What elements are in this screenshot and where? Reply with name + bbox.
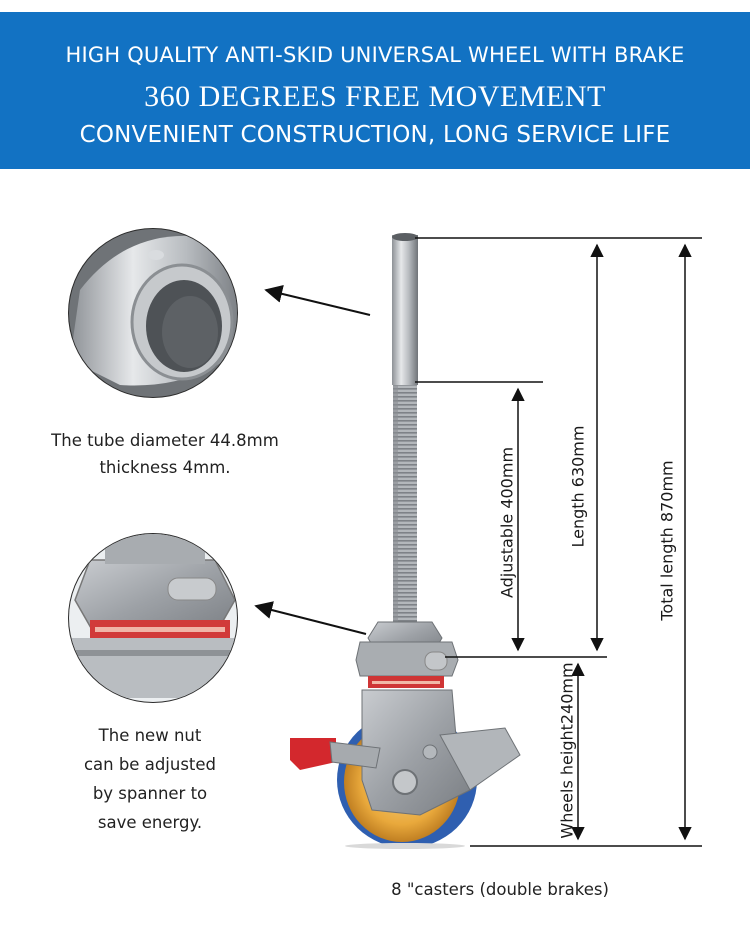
banner-line-2: 360 DEGREES FREE MOVEMENT [144, 80, 606, 113]
dimension-wheels-height: Wheels height240mm [557, 662, 577, 839]
nut-caption: The new nut can be adjusted by spanner t… [60, 721, 240, 837]
dimension-total-length: Total length 870mm [657, 460, 677, 621]
nut-caption-line-4: save energy. [97, 813, 203, 832]
tube-pointer-arrow [264, 285, 371, 316]
tube-caption: The tube diameter 44.8mm thickness 4mm. [30, 427, 300, 481]
banner-line-3: CONVENIENT CONSTRUCTION, LONG SERVICE LI… [79, 122, 671, 148]
tube-caption-line-2: thickness 4mm. [99, 458, 231, 477]
dimension-length: Length 630mm [568, 425, 588, 548]
header-banner: HIGH QUALITY ANTI-SKID UNIVERSAL WHEEL W… [0, 12, 750, 169]
product-caption: 8 "casters (double brakes) [391, 880, 609, 899]
tube-caption-line-1: The tube diameter 44.8mm [51, 431, 279, 450]
caster-product [290, 233, 521, 849]
nut-caption-line-3: by spanner to [92, 784, 208, 803]
nut-pointer-arrow [254, 601, 367, 635]
banner-line-1: HIGH QUALITY ANTI-SKID UNIVERSAL WHEEL W… [65, 43, 685, 67]
dimension-lines [415, 237, 702, 847]
dimension-adjustable: Adjustable 400mm [497, 446, 517, 599]
nut-caption-line-1: The new nut [98, 726, 202, 745]
nut-detail-photo [68, 533, 238, 703]
nut-caption-line-2: can be adjusted [83, 755, 217, 774]
tube-detail-photo [68, 228, 238, 398]
